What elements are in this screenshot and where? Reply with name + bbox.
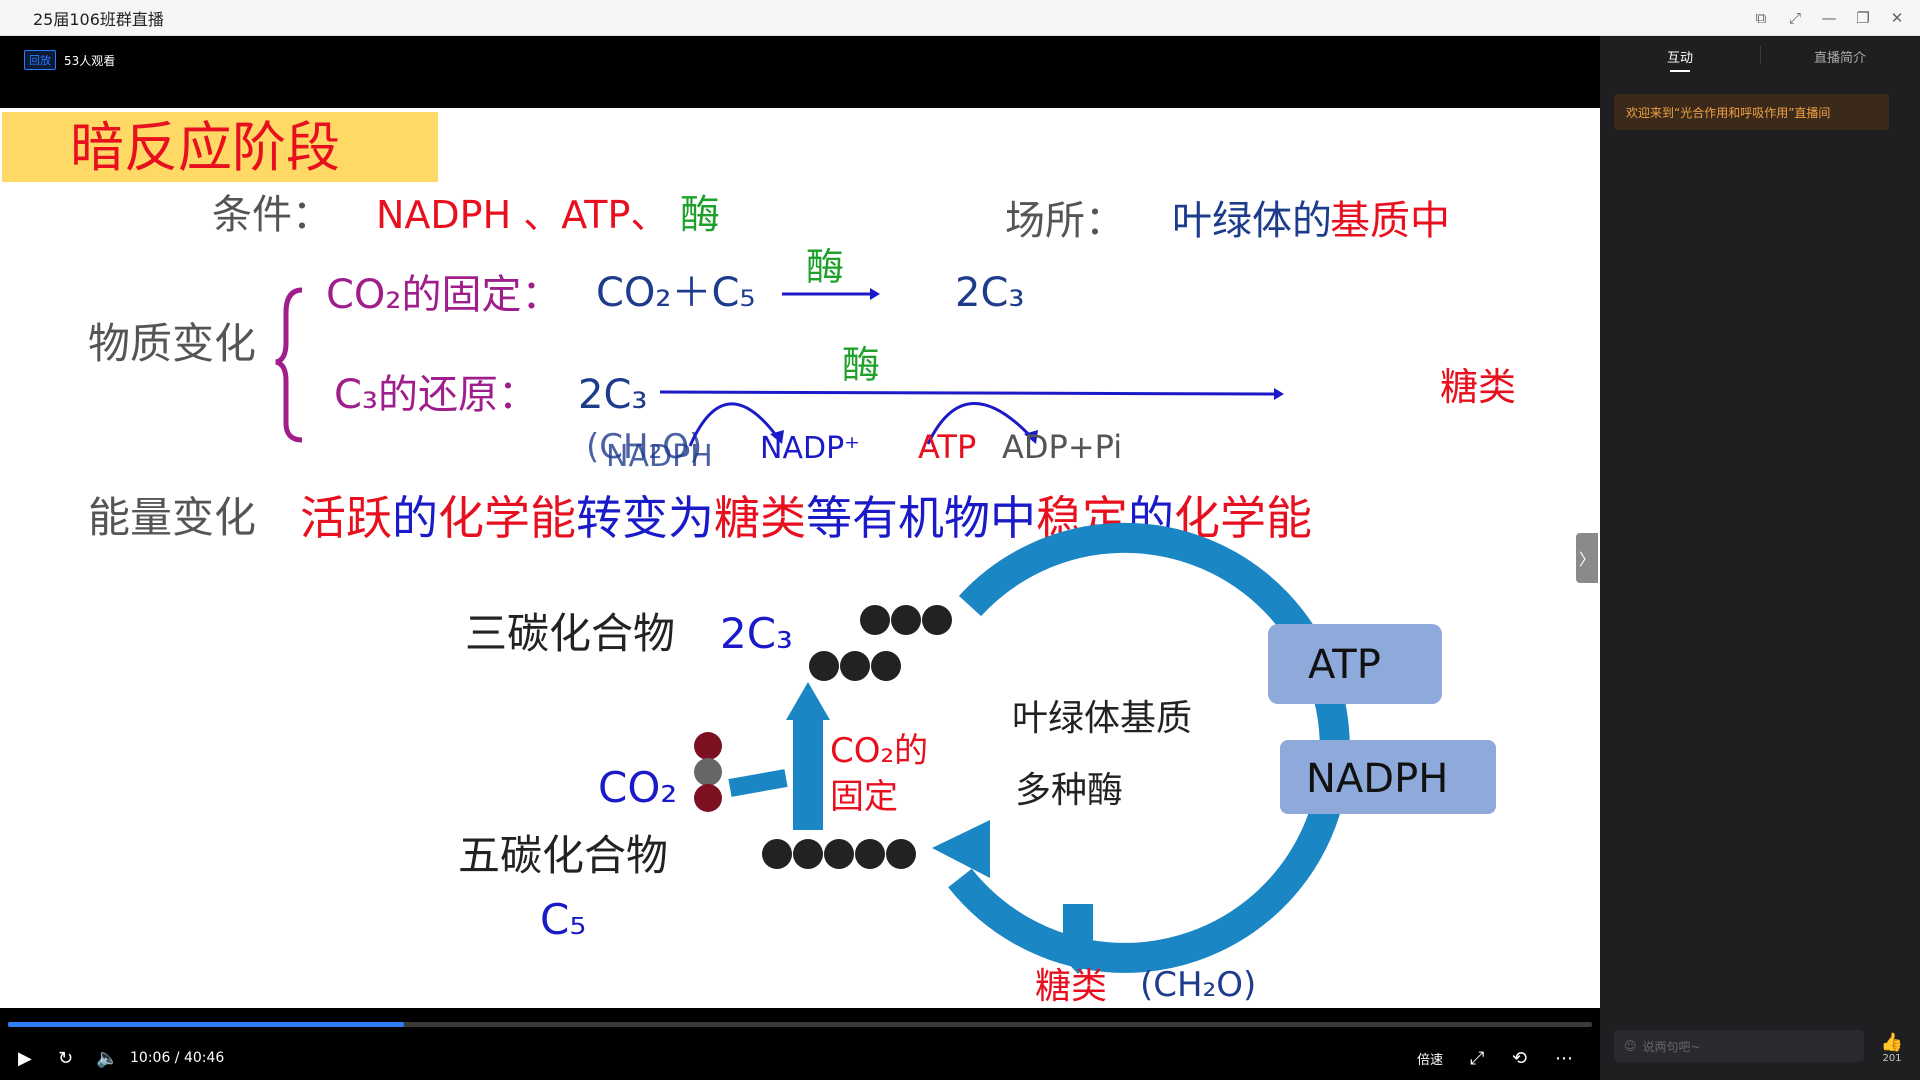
- volume-icon[interactable]: 🔈: [96, 1047, 119, 1069]
- fixation-text-1: CO₂的: [830, 731, 928, 771]
- stroma-label: 叶绿体基质: [1012, 698, 1192, 739]
- nadph-curve: [688, 402, 780, 447]
- like-count: 201: [1882, 1053, 1902, 1064]
- refresh-icon[interactable]: ↻: [58, 1047, 74, 1069]
- window-controls: ⧉ ⤢ — ❐ ✕: [1748, 0, 1910, 36]
- energy-part: 的: [392, 491, 438, 545]
- calvin-cycle-arc: [948, 522, 1350, 973]
- c3-formula: 2C₃: [720, 609, 793, 658]
- viewer-count: 53人观看: [64, 53, 116, 68]
- rotate-icon[interactable]: ⟲: [1512, 1047, 1528, 1069]
- control-bar: ▶ ↻ 🔈 10:06 / 40:46 倍速 ⤢ ⟲ ⋯: [0, 1036, 1600, 1080]
- reduction-sugar: 糖类: [1440, 365, 1516, 409]
- co2-arrow: [728, 769, 788, 797]
- place-value-red: 基质中: [1330, 198, 1450, 244]
- conditions-enzyme: 酶: [680, 192, 720, 238]
- place-value: 叶绿体的: [1172, 198, 1332, 244]
- more-icon[interactable]: ⋯: [1555, 1047, 1573, 1069]
- atp-label: ATP: [918, 428, 976, 466]
- tab-interact[interactable]: 互动: [1600, 36, 1760, 76]
- atp-box: [1268, 624, 1442, 704]
- reduction-ch2o: (CH₂O): [586, 427, 702, 467]
- conditions-label: 条件：: [212, 192, 332, 238]
- adp-label: ADP+Pi: [1002, 428, 1122, 466]
- energy-label: 能量变化: [88, 493, 256, 542]
- video-player[interactable]: 回放 53人观看 暗反应阶段 条件： NADPH 、ATP、 酶 场所： 叶绿体…: [0, 36, 1600, 1080]
- side-panel: 互动 直播简介 欢迎来到“光合作用和呼吸作用”直播间 ☺ 说两句吧~ 👍 201: [1600, 36, 1920, 1080]
- c5-formula: C₅: [540, 895, 586, 944]
- close-button[interactable]: ✕: [1890, 9, 1904, 27]
- fullscreen-icon[interactable]: ⤢: [1470, 1047, 1485, 1069]
- video-info: 回放 53人观看: [24, 50, 115, 70]
- energy-part: 活跃: [300, 491, 392, 545]
- progress-bar[interactable]: [8, 1022, 1592, 1027]
- reduction-enzyme: 酶: [842, 343, 880, 387]
- chat-input[interactable]: ☺ 说两句吧~: [1614, 1030, 1864, 1062]
- reduction-label: C₃的还原：: [334, 372, 538, 418]
- sugar-label: 糖类: [1035, 966, 1107, 1007]
- pin-icon[interactable]: ⧉: [1755, 9, 1767, 27]
- playback-time: 10:06 / 40:46: [130, 1050, 225, 1066]
- expand-panel-button[interactable]: 〉: [1576, 533, 1598, 583]
- energy-part: 化学能: [438, 491, 576, 545]
- reduction-arrow: [659, 390, 1276, 396]
- fixation-eq-left: CO₂＋C₅: [596, 270, 755, 316]
- progress-fill: [8, 1022, 404, 1027]
- fixation-label: CO₂的固定：: [326, 272, 561, 318]
- place-label: 场所：: [1005, 198, 1125, 244]
- window-title: 25届106班群直播: [33, 9, 164, 29]
- welcome-message: 欢迎来到“光合作用和呼吸作用”直播间: [1614, 94, 1889, 130]
- fixation-enzyme: 酶: [806, 245, 844, 289]
- slide-canvas: 暗反应阶段 条件： NADPH 、ATP、 酶 场所： 叶绿体的 基质中 物质变…: [2, 112, 1516, 1007]
- atp-box-label: ATP: [1308, 642, 1381, 688]
- brace: [275, 287, 303, 443]
- heading-bg: [2, 112, 438, 182]
- speed-button[interactable]: 倍速: [1417, 1052, 1444, 1068]
- c3-molecules: [809, 605, 952, 681]
- slide-heading: 暗反应阶段: [70, 116, 340, 179]
- reduction-left: 2C₃: [578, 372, 647, 418]
- c3-label: 三碳化合物: [465, 609, 675, 658]
- enzymes-label: 多种酶: [1015, 770, 1123, 811]
- c5-label: 五碳化合物: [458, 831, 668, 880]
- c5-molecules: [762, 839, 916, 869]
- minimize-button[interactable]: —: [1821, 9, 1837, 27]
- nadp-label: NADP⁺: [760, 431, 860, 466]
- panel-tabs: 互动 直播简介: [1600, 36, 1920, 76]
- like-button[interactable]: 👍 201: [1877, 1032, 1907, 1068]
- fixation-text-2: 固定: [830, 777, 898, 817]
- atp-curve: [926, 401, 1034, 445]
- energy-part: 转变为: [576, 491, 714, 545]
- nadph-box: [1280, 740, 1496, 814]
- emoji-icon[interactable]: ☺: [1624, 1039, 1637, 1053]
- energy-part: 等有机物中: [806, 491, 1036, 545]
- co2-molecules: [694, 732, 722, 812]
- play-icon[interactable]: ▶: [18, 1047, 32, 1069]
- co2-label: CO₂: [598, 763, 677, 812]
- thumbs-up-icon: 👍: [1880, 1032, 1904, 1053]
- conditions-value: NADPH 、ATP、: [376, 193, 668, 237]
- tab-intro[interactable]: 直播简介: [1813, 50, 1866, 66]
- material-change-label: 物质变化: [88, 319, 256, 368]
- fixation-eq-right: 2C₃: [955, 270, 1024, 316]
- sugar-formula: (CH₂O): [1140, 965, 1256, 1005]
- replay-badge: 回放: [24, 50, 56, 70]
- restore-button[interactable]: ❐: [1856, 9, 1870, 27]
- nadph-box-label: NADPH: [1306, 756, 1448, 802]
- slide: 暗反应阶段 条件： NADPH 、ATP、 酶 场所： 叶绿体的 基质中 物质变…: [0, 108, 1600, 1008]
- nadph-label: NADPH: [606, 439, 713, 474]
- fullscreen-icon[interactable]: ⤢: [1788, 9, 1801, 27]
- title-bar: 25届106班群直播 ⧉ ⤢ — ❐ ✕: [0, 0, 1920, 36]
- energy-part: 糖类: [714, 491, 806, 545]
- chat-placeholder: 说两句吧~: [1642, 1039, 1701, 1054]
